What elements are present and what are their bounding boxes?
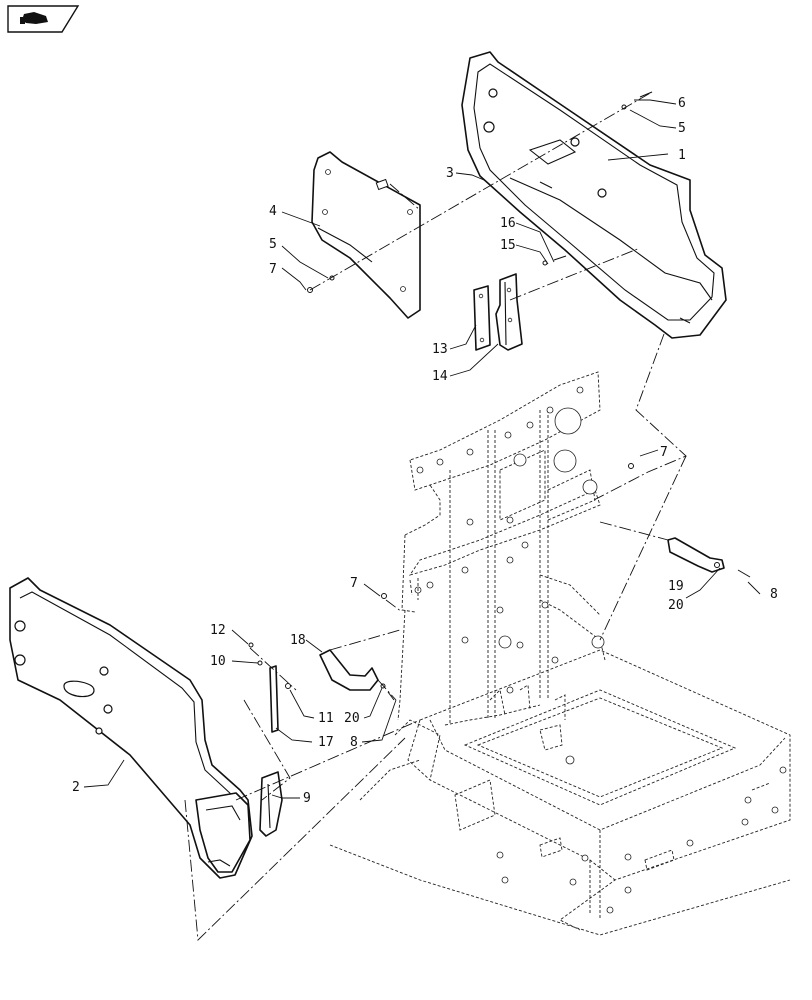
callout-10: 10 [210,654,226,669]
hand-pointing-icon[interactable] [7,5,80,33]
callout-20: 20 [344,711,360,726]
callout-5: 5 [269,237,277,252]
callout-8: 8 [350,735,358,750]
seat-base-frame [329,649,791,936]
fasteners [248,91,751,701]
trim-guard [259,771,283,837]
left-side-panel [9,577,253,879]
callout-8: 8 [770,587,778,602]
assembly-lines [184,91,687,941]
callout-7: 7 [660,445,668,460]
strap [269,665,279,733]
side-bracket [667,537,725,573]
callout-14: 14 [432,369,448,384]
back-pad [311,151,421,319]
callout-18: 18 [290,633,306,648]
callout-16: 16 [500,216,516,231]
callout-20: 20 [668,598,684,613]
callout-9: 9 [303,791,311,806]
callout-6: 6 [678,96,686,111]
callout-12: 12 [210,623,226,638]
right-side-panel [461,51,727,339]
bracket-plate [473,285,491,351]
callout-13: 13 [432,342,448,357]
callout-7: 7 [269,262,277,277]
callout-15: 15 [500,238,516,253]
callout-7: 7 [350,576,358,591]
callout-19: 19 [668,579,684,594]
callout-3: 3 [446,166,454,181]
callout-2: 2 [72,780,80,795]
bracket-angle [495,273,523,351]
clip [319,649,379,691]
callout-11: 11 [318,711,334,726]
callout-4: 4 [269,204,277,219]
seat-frame-structure [397,371,606,726]
leader-lines [83,99,761,799]
callout-17: 17 [318,735,334,750]
callout-1: 1 [678,148,686,163]
callout-labels: 1 2 3 4 5 5 6 7 7 7 8 8 9 10 11 12 13 14… [72,96,778,806]
callout-5: 5 [678,121,686,136]
